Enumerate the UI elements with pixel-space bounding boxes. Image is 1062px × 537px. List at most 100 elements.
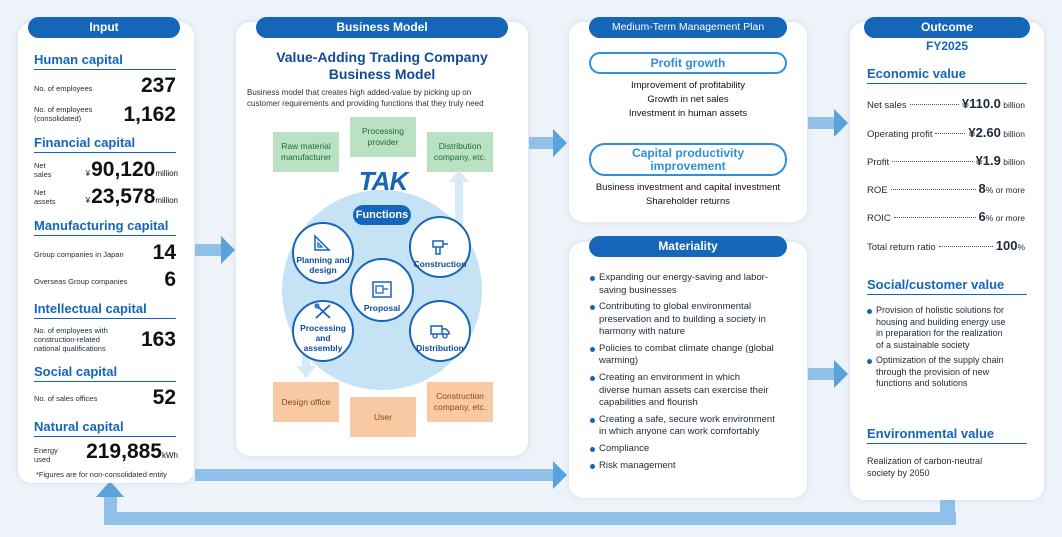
kpi-leader-dots	[938, 246, 993, 247]
drill-icon	[432, 240, 448, 255]
feedback-loop-right	[940, 500, 955, 525]
construction-label: Construction	[413, 259, 467, 269]
materiality-line: warming)	[599, 355, 639, 367]
materiality-line: harmony with nature	[599, 326, 686, 338]
outcome-panel	[850, 22, 1044, 500]
qualifications-label: No. of employees with construction-relat…	[34, 326, 108, 353]
kpi-value: ¥110.0 billion	[962, 96, 1025, 111]
planning-label-2: design	[309, 265, 337, 275]
kpi-leader-dots	[892, 161, 973, 162]
kpi-label: Net sales	[867, 100, 907, 111]
business-model-title: Value-Adding Trading Company Business Mo…	[236, 49, 528, 83]
net-sales-label-2: sales	[34, 170, 52, 179]
outcome-year: FY2025	[925, 39, 969, 53]
kpi-label: Operating profit	[867, 129, 933, 140]
distribution-company-line1: Distribution	[438, 141, 482, 151]
tools-icon	[314, 303, 331, 319]
proposal-circle: Proposal	[350, 258, 414, 322]
materiality-line: preservation and to building a society i…	[599, 313, 766, 325]
construction-company-line1: Construction	[436, 391, 484, 401]
kpi-unit: billion	[1000, 129, 1025, 139]
qualifications-label-1: No. of employees with	[34, 326, 108, 335]
medium-term-plan-header: Medium-Term Management Plan	[589, 17, 787, 38]
arrow-input-to-model-shaft	[195, 244, 221, 256]
energy-used-value: 219,885kWh	[66, 440, 178, 464]
business-model-header: Business Model	[256, 17, 508, 38]
overseas-companies-value: 6	[164, 268, 176, 291]
user-line1: User	[374, 411, 392, 422]
truck-icon	[430, 325, 450, 339]
japan-companies-label: Group companies in Japan	[34, 250, 124, 259]
energy-used-label-2: used	[34, 455, 51, 464]
feedback-loop-left	[104, 495, 117, 525]
qualifications-label-2: construction-related	[34, 335, 100, 344]
kpi-value: 8% or more	[979, 181, 1025, 196]
upflow-arrow-head	[449, 170, 469, 182]
kpi-value: 6% or more	[979, 209, 1025, 224]
processing-label-1: Processing and	[300, 323, 346, 343]
materiality-line: Creating a safe, secure work environment	[599, 413, 775, 425]
functions-label: Functions	[353, 205, 411, 225]
profit-item-1: Improvement of profitability	[630, 80, 746, 91]
social-value-line: in preparation for the realization	[876, 328, 1003, 338]
construction-company-line2: company, etc.	[433, 402, 487, 412]
kpi-row: ROIC 6% or more	[867, 209, 1025, 224]
kpi-leader-dots	[909, 104, 959, 105]
arrow-input-to-materiality-head	[553, 461, 567, 489]
input-footnote: *Figures are for non-consolidated entity	[36, 470, 167, 479]
materiality-list: Expanding our energy-saving and labor-sa…	[590, 272, 800, 476]
kpi-number: ¥2.60	[968, 125, 1001, 140]
natural-capital-title: Natural capital	[34, 419, 176, 437]
energy-used-label: Energy used	[34, 446, 58, 464]
arrow-plan-to-outcome-head	[834, 109, 848, 137]
business-model-description-2: customer requirements and providing func…	[247, 99, 484, 108]
business-model-description: Business model that creates high added-v…	[247, 87, 522, 109]
social-value-line: housing and building energy use	[876, 316, 1006, 327]
kpi-unit: billion	[1000, 100, 1025, 110]
social-value-line: of a sustainable society	[876, 339, 970, 350]
materiality-header: Materiality	[589, 236, 787, 257]
kpi-row: Operating profit ¥2.60 billion	[867, 125, 1025, 140]
social-value-line: Provision of holistic solutions for	[876, 305, 1005, 315]
processing-assembly-circle: Processing and assembly	[292, 300, 354, 362]
input-header: Input	[28, 17, 180, 38]
planning-design-circle: Planning and design	[292, 222, 354, 284]
kpi-number: ¥1.9	[975, 153, 1001, 168]
kpi-unit: %	[1017, 242, 1025, 252]
financial-capital-title: Financial capital	[34, 135, 176, 153]
net-assets-unit: million	[155, 196, 178, 205]
proposal-label: Proposal	[363, 303, 401, 313]
net-assets-label-1: Net	[34, 188, 46, 197]
net-assets-value: ¥23,578million	[66, 185, 178, 209]
kpi-row: Profit¥1.9 billion	[867, 153, 1025, 168]
construction-circle: Construction	[409, 216, 471, 278]
arrow-input-to-materiality-shaft	[195, 469, 553, 481]
social-value-line: Optimization of the supply chain	[876, 355, 1004, 366]
manufacturing-capital-title: Manufacturing capital	[34, 218, 176, 236]
overseas-companies-label: Overseas Group companies	[34, 277, 128, 286]
kpi-row: Total return ratio 100%	[867, 238, 1025, 253]
employees-consolidated-label: No. of employees (consolidated)	[34, 105, 92, 123]
planning-label-1: Planning and	[296, 255, 350, 265]
design-office-line1: Design office	[281, 396, 331, 407]
medium-term-plan-panel	[569, 22, 807, 222]
materiality-item: Policies to combat climate change (globa…	[590, 343, 800, 368]
distribution-circle: Distribution	[409, 300, 471, 362]
environmental-value-text: Realization of carbon-neutral society by…	[867, 455, 982, 479]
energy-used-unit: kWh	[162, 451, 178, 460]
energy-used-label-1: Energy	[34, 446, 58, 455]
arrow-materiality-to-outcome-shaft	[808, 368, 834, 380]
input-panel	[18, 22, 194, 483]
materiality-line: capabilities and flourish	[599, 397, 698, 409]
kpi-number: 100	[995, 238, 1018, 253]
kpi-label: ROIC	[867, 213, 891, 224]
sales-offices-value: 52	[152, 386, 176, 409]
net-assets-label-2: assets	[34, 197, 56, 206]
profit-growth-items: Improvement of profitability Growth in n…	[569, 79, 807, 121]
employees-consolidated-label-1: No. of employees	[34, 105, 93, 114]
feedback-loop-arrowhead	[96, 481, 124, 497]
kpi-label: Total return ratio	[867, 242, 936, 253]
